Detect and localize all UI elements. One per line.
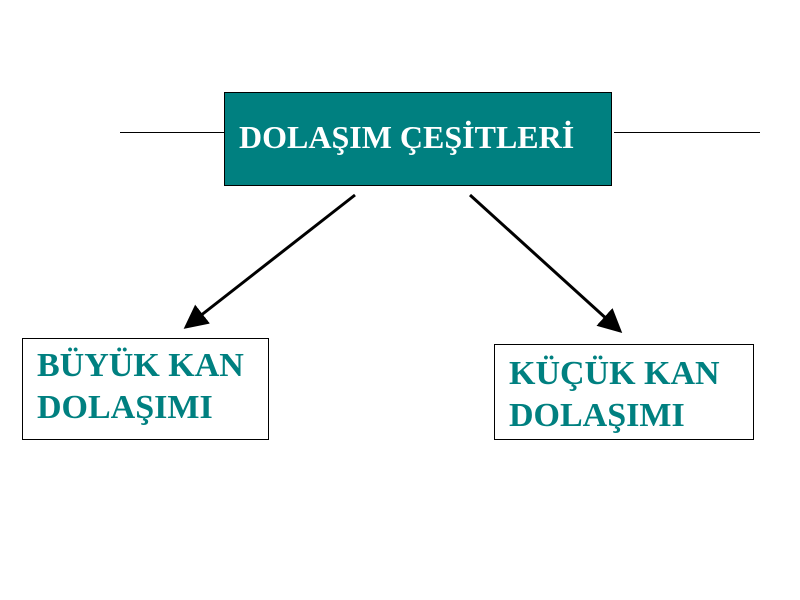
child-node-label-line1: KÜÇÜK KAN xyxy=(509,355,720,392)
child-node-label: KÜÇÜK KAN DOLAŞIMI xyxy=(509,353,720,437)
child-node-kucuk-kan-dolasimi: KÜÇÜK KAN DOLAŞIMI xyxy=(494,344,754,440)
child-node-label: BÜYÜK KAN DOLAŞIMI xyxy=(37,345,244,429)
title-underline-right xyxy=(614,132,760,133)
child-node-label-line1: BÜYÜK KAN xyxy=(37,347,244,384)
root-node-box: DOLAŞIM ÇEŞİTLERİ xyxy=(224,92,612,186)
title-underline-left xyxy=(120,132,224,133)
child-node-buyuk-kan-dolasimi: BÜYÜK KAN DOLAŞIMI xyxy=(22,338,269,440)
child-node-label-line2: DOLAŞIMI xyxy=(37,389,213,426)
arrow-to-kucuk-kan xyxy=(468,193,623,334)
root-node-label: DOLAŞIM ÇEŞİTLERİ xyxy=(239,119,575,155)
arrow-to-buyuk-kan xyxy=(183,193,356,329)
child-node-label-line2: DOLAŞIMI xyxy=(509,397,685,434)
